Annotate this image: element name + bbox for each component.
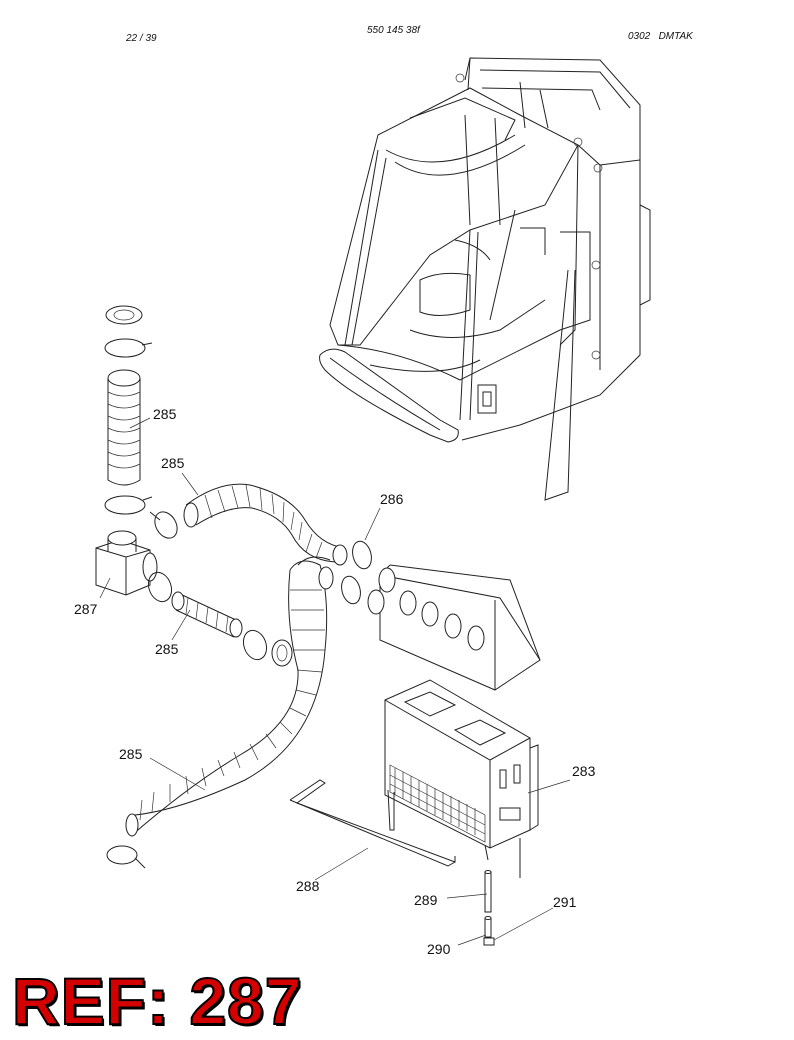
callout-285-curved: 285 xyxy=(161,455,185,471)
callout-289: 289 xyxy=(414,892,438,908)
bracket-drawing xyxy=(289,779,456,867)
document-code: 0302 DMTAK xyxy=(628,31,693,42)
leader-lines xyxy=(99,417,571,946)
callout-283: 283 xyxy=(572,763,596,779)
cab-drawing xyxy=(319,57,651,501)
callout-285-upper: 285 xyxy=(153,406,177,422)
callout-291: 291 xyxy=(553,894,577,910)
reference-label: REF: 287 xyxy=(11,964,303,1038)
heater-drawing xyxy=(384,679,539,878)
callout-285-long: 285 xyxy=(119,746,143,762)
callout-287: 287 xyxy=(74,601,98,617)
bolt-drawing xyxy=(483,916,495,946)
distributor-drawing xyxy=(367,564,541,691)
callout-288: 288 xyxy=(296,878,320,894)
page-number: 22 / 39 xyxy=(126,33,157,44)
pin-drawing xyxy=(484,870,492,913)
hose-parts xyxy=(95,305,372,869)
document-number: 550 145 38f xyxy=(367,25,420,36)
callout-286: 286 xyxy=(380,491,404,507)
callout-290: 290 xyxy=(427,941,451,957)
callout-285-short: 285 xyxy=(155,641,179,657)
